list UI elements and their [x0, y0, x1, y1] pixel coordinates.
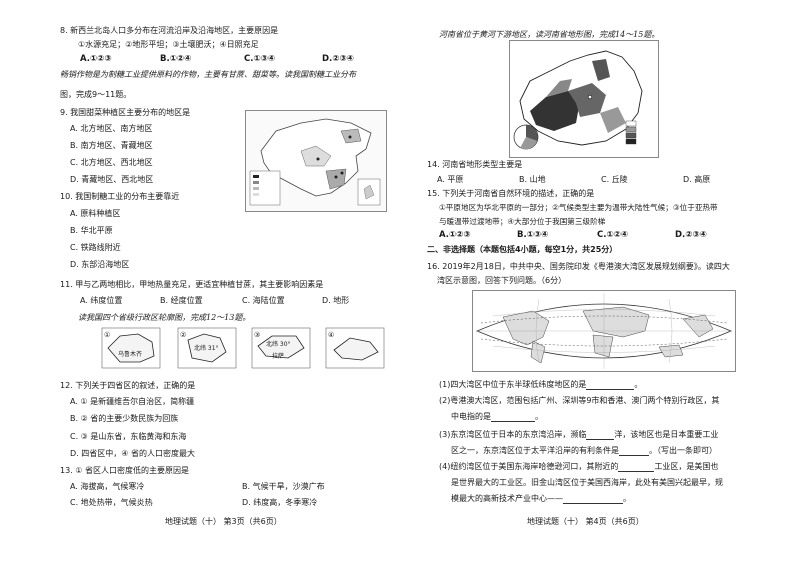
- four-bay-areas-world-map: [472, 290, 736, 372]
- q9-option-d[interactable]: D. 青藏地区、西北地区: [70, 175, 154, 184]
- province-outlines-figure: [101, 327, 385, 369]
- q9-option-a[interactable]: A. 北方地区、南方地区: [70, 124, 153, 133]
- q12-stem: 12. 下列关于四省区的叙述，正确的是: [60, 381, 196, 390]
- q16-sub4-line1: (4)纽约湾区位于美国东海岸哈德逊河口，其附近的工业区，是美国也: [439, 462, 719, 472]
- left-page: 8. 新西兰北岛人口多分布在河流沿岸及沿海地区，主要原因是 ①水源充足；②地形平…: [60, 26, 387, 526]
- right-page: 河南省位于黄河下游地区，读河南省地形图，完成14～15题。 14. 河南省地形类…: [397, 0, 794, 561]
- q8-factors: ①水源充足；②地形平坦；③土壤肥沃；④日照充足: [78, 40, 259, 49]
- q8-option-c[interactable]: C.①③④: [244, 54, 276, 64]
- q16-line1: 16. 2019年2月18日，中共中央、国务院印发《粤港澳大湾区发展规划纲要》。…: [427, 262, 730, 271]
- province-1-number: ①: [104, 331, 111, 339]
- q15-stem: 15. 下列关于河南省自然环境的描述，正确的是: [427, 189, 595, 198]
- province-1-city: 乌鲁木齐: [118, 351, 143, 358]
- q9-option-c[interactable]: C. 北方地区、西北地区: [70, 158, 153, 167]
- section-2-heading: 二、非选择题（本题包括4小题，每空1分，共25分）: [427, 245, 618, 254]
- province-2-outline: [177, 327, 237, 369]
- q15-option-a[interactable]: A.①②③: [439, 230, 471, 240]
- q12-option-b[interactable]: B. ② 省的主要少数民族为回族: [70, 414, 179, 423]
- q13-option-a[interactable]: A. 海拔高，气候寒冷: [70, 482, 145, 491]
- province-4-number: ④: [328, 331, 335, 339]
- province-2-number: ②: [180, 331, 187, 339]
- q16-1-answer-blank[interactable]: [586, 381, 635, 390]
- q15-statements-line1: ①平原地区为华北平原的一部分；②气候类型主要为温带大陆性气候；③位于亚热带: [439, 203, 718, 212]
- province-3-outline: [251, 327, 311, 369]
- q10-stem: 10. 我国制糖工业的分布主要靠近: [60, 192, 180, 201]
- q14-option-b[interactable]: B. 山地: [519, 175, 546, 184]
- intro-9-line1: 畅销作物是为制糖工业提供原料的作物，主要有甘蔗、甜菜等。读我国制糖工业分布: [60, 70, 356, 79]
- q16-sub3-line1: (3)东京湾区位于日本的东京湾沿岸，濒临洋，该地区也是日本重要工业: [439, 430, 719, 440]
- q8-option-d[interactable]: D.②③④: [322, 54, 354, 64]
- q16-line2: 湾区示意图，回答下列问题。（6分）: [437, 276, 567, 285]
- q16-sub2-line1: (2)粤港澳大湾区，范围包括广州、深圳等9市和香港、澳门两个特别行政区，其: [439, 396, 720, 405]
- page-footer-right: 地理试题（十） 第4页（共6页）: [527, 517, 644, 526]
- q9-stem: 9. 我国甜菜种植区主要分布的地区是: [60, 108, 191, 117]
- q16-3-condition-blank[interactable]: [619, 447, 649, 456]
- q11-stem: 11. 甲与乙两地相比，甲地热量充足，更适宜种植甘蔗，其主要影响因素是: [60, 280, 324, 289]
- q10-option-d[interactable]: D. 东部沿海地区: [70, 260, 130, 269]
- q14-option-c[interactable]: C. 丘陵: [601, 175, 628, 184]
- page-footer-left: 地理试题（十） 第3页（共6页）: [165, 517, 282, 526]
- q15-option-c[interactable]: C.①②④: [597, 230, 629, 240]
- q13-option-b[interactable]: B. 气候干旱，沙漠广布: [242, 482, 325, 491]
- province-4-outline: [325, 327, 385, 369]
- q16-sub4-line2: 是世界最大的工业区。旧金山湾区位于美国西海岸，此处有美国兴起最早，规: [451, 478, 723, 487]
- q14-option-d[interactable]: D. 高原: [683, 175, 711, 184]
- q16-3-ocean-blank[interactable]: [586, 431, 615, 440]
- q12-option-c[interactable]: C. ③ 是山东省，东临黄海和东海: [70, 432, 187, 441]
- q8-stem: 8. 新西兰北岛人口多分布在河流沿岸及沿海地区，主要原因是: [60, 26, 279, 35]
- province-3-number: ③: [254, 331, 261, 339]
- q11-option-a[interactable]: A. 纬度位置: [80, 296, 123, 305]
- q16-4-hightech-blank[interactable]: [563, 495, 623, 504]
- province-2-latitude: 北纬 31°: [194, 345, 219, 352]
- q11-option-b[interactable]: B. 经度位置: [160, 296, 203, 305]
- q13-option-d[interactable]: D. 纬度高，冬季寒冷: [242, 498, 318, 507]
- china-sugar-industry-map: [245, 110, 387, 212]
- q16-sub2-line2: 中电指的是。: [451, 412, 543, 422]
- q12-option-a[interactable]: A. ① 是新疆维吾尔自治区，简称疆: [70, 397, 195, 406]
- province-1-outline: [101, 327, 161, 369]
- intro-12: 读我国四个省级行政区轮廓图，完成12～13题。: [78, 313, 251, 322]
- q11-option-c[interactable]: C. 海陆位置: [242, 296, 285, 305]
- q9-option-b[interactable]: B. 南方地区、青藏地区: [70, 141, 153, 150]
- q16-sub1: (1)四大湾区中位于东半球低纬度地区的是。: [439, 380, 643, 390]
- q16-sub4-line3: 模最大的高新技术产业中心——。: [451, 494, 631, 504]
- q12-option-d[interactable]: D. 四省区中，④ 省的人口密度最大: [70, 449, 195, 458]
- q8-option-a[interactable]: A.①②③: [80, 54, 112, 64]
- q15-option-b[interactable]: B.①③④: [517, 230, 549, 240]
- q14-stem: 14. 河南省地形类型主要是: [427, 160, 523, 169]
- q13-option-c[interactable]: C. 地处热带，气候炎热: [70, 498, 153, 507]
- q10-option-c[interactable]: C. 铁路线附近: [70, 243, 121, 252]
- q13-stem: 13. ① 省区人口密度低的主要原因是: [60, 466, 189, 475]
- q16-4-industrial-blank[interactable]: [618, 463, 655, 472]
- province-3-city: 拉萨: [272, 353, 285, 360]
- q11-option-d[interactable]: D. 地形: [322, 296, 350, 305]
- q16-sub3-line2: 区之一，东京湾区位于太平洋沿岸的有利条件是。（写出一条即可）: [451, 446, 717, 456]
- q14-option-a[interactable]: A. 平原: [437, 175, 464, 184]
- q15-statements-line2: 与暖温带过渡地带；④大部分位于我国第三级阶梯: [439, 217, 606, 226]
- q16-2-answer-blank[interactable]: [491, 413, 535, 422]
- q10-option-a[interactable]: A. 原料种植区: [70, 209, 121, 218]
- intro-14: 河南省位于黄河下游地区，读河南省地形图，完成14～15题。: [439, 30, 660, 39]
- intro-9-line2: 图，完成9～11题。: [60, 90, 132, 99]
- q10-option-b[interactable]: B. 华北平原: [70, 226, 113, 235]
- province-3-latitude: 北纬 30°: [266, 341, 291, 348]
- q15-option-d[interactable]: D.②③④: [675, 230, 707, 240]
- q8-option-b[interactable]: B.①②④: [160, 54, 192, 64]
- henan-topographic-map: [509, 40, 659, 158]
